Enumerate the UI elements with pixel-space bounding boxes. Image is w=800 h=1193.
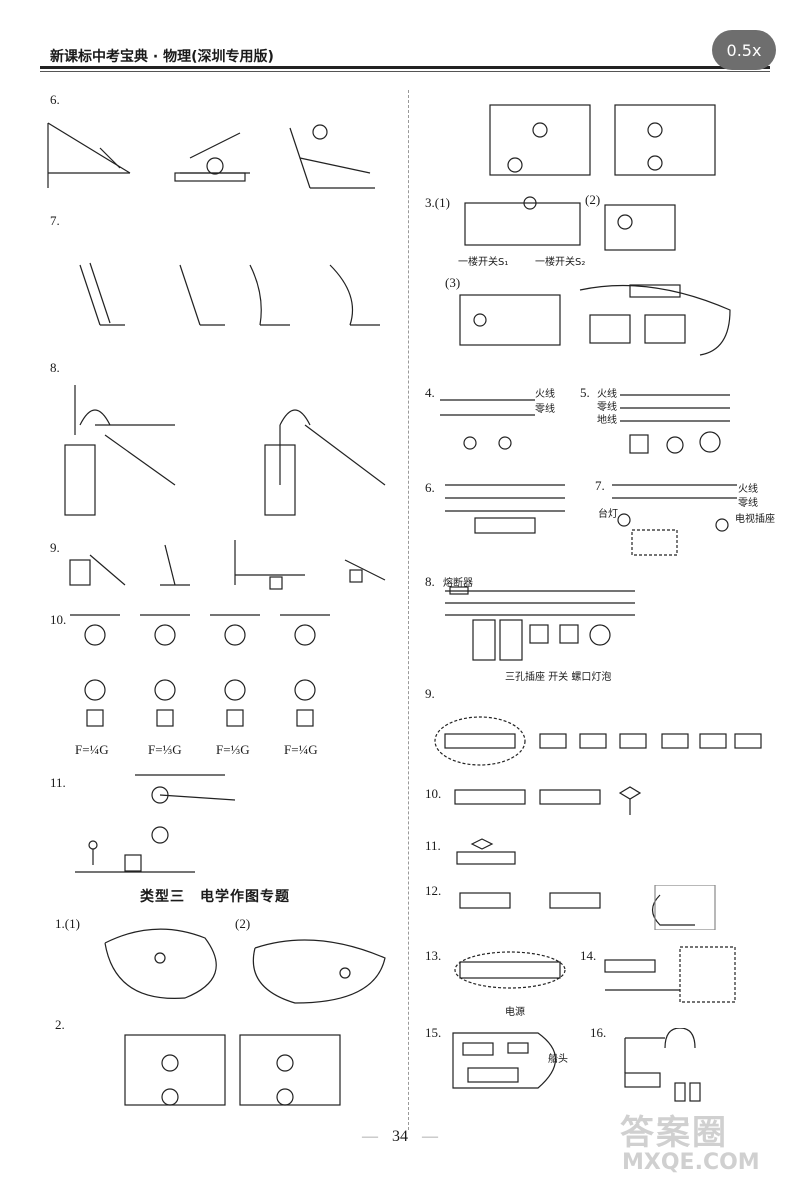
watermark-logo: 答案圈	[620, 1113, 728, 1153]
item-number: 4.	[425, 385, 435, 400]
fuse-label: 熔断器	[443, 578, 473, 589]
footer-dash: —	[362, 1128, 378, 1145]
item-number: 11.	[425, 838, 441, 853]
item-number: 9.	[50, 540, 60, 555]
household-circuit-5	[620, 390, 730, 465]
line-label: 火线	[535, 389, 555, 400]
pump-lever-diagram-8	[55, 385, 395, 525]
section-heading: 类型三 电学作图专题	[140, 889, 290, 905]
column-divider	[408, 90, 409, 1130]
electromagnet-12	[455, 885, 755, 930]
item-number: 15.	[425, 1025, 442, 1040]
pulley-caption: F=¼G	[75, 742, 109, 757]
item-number: 6.	[50, 92, 60, 107]
circuit-diagram-2	[120, 1025, 410, 1115]
item-number: 11.	[50, 775, 66, 790]
lever-diagram-7	[60, 235, 390, 350]
zoom-level-badge[interactable]: 0.5x	[712, 30, 776, 70]
item-number: 6.	[425, 480, 435, 495]
item-number: 12.	[425, 883, 442, 898]
line-label: 零线	[597, 402, 617, 413]
item-number: 16.	[590, 1025, 607, 1040]
item-number: 14.	[580, 948, 597, 963]
item-number: (3)	[445, 275, 461, 290]
pulley-caption: F=⅓G	[216, 742, 250, 757]
rheostat-circuit	[450, 280, 740, 360]
magnetic-field-9	[430, 712, 770, 772]
solenoid-11	[452, 838, 522, 873]
item-number: 8.	[50, 360, 60, 375]
electric-bell-16	[615, 1028, 755, 1108]
circuit-wiring-1	[95, 918, 395, 1008]
page-number: 34	[392, 1128, 408, 1145]
pulley-caption: F=¼G	[284, 742, 318, 757]
watermark-url: MXQE.COM	[622, 1150, 760, 1175]
header-rule-thin	[40, 71, 770, 72]
item-number: 7.	[595, 478, 605, 493]
item-number: 13.	[425, 948, 442, 963]
item-number: 1.(1)	[55, 916, 80, 931]
line-label: 火线	[738, 484, 758, 495]
pulley-person-diagram-11	[75, 770, 255, 875]
item-number: 10.	[425, 786, 442, 801]
pulley-caption: F=⅓G	[148, 742, 182, 757]
switch-label: 一楼开关S₁	[458, 257, 509, 268]
item-number: 3.(1)	[425, 195, 450, 210]
item-number: 5.	[580, 385, 590, 400]
motor-circuit	[600, 200, 680, 255]
line-label: 地线	[597, 415, 617, 426]
stair-switch-circuit	[460, 195, 590, 255]
fuse-caption: 三孔插座 开关 螺口灯泡	[505, 672, 612, 683]
household-circuit-6	[445, 480, 565, 540]
household-circuit-8	[445, 585, 635, 665]
boat-head-label: 船头	[548, 1054, 568, 1065]
item-number: 8.	[425, 574, 435, 589]
circuit-diagram-2-cont	[485, 95, 735, 180]
line-label: 火线	[597, 389, 617, 400]
boat-compass-15	[448, 1028, 578, 1093]
tv-socket-label: 电视插座	[735, 514, 775, 525]
item-number: (2)	[585, 192, 601, 207]
item-number: 9.	[425, 686, 435, 701]
solenoid-13	[450, 950, 580, 1000]
item-number: 7.	[50, 213, 60, 228]
household-circuit-4	[440, 395, 535, 465]
page-header-title: 新课标中考宝典 · 物理(深圳专用版)	[50, 49, 274, 65]
item-number: 2.	[55, 1017, 65, 1032]
item-number: 10.	[50, 612, 67, 627]
item-number: (2)	[235, 916, 251, 931]
pulley-systems-10	[60, 610, 360, 735]
lever-diagram-6	[40, 118, 400, 198]
relay-circuit-14	[600, 945, 740, 1005]
household-circuit-7	[612, 480, 737, 565]
line-label: 零线	[738, 498, 758, 509]
lever-diagram-9	[65, 535, 395, 595]
switch-label: 一楼开关S₂	[535, 257, 586, 268]
lamp-label: 台灯	[598, 509, 618, 520]
power-label: 电源	[505, 1007, 525, 1018]
footer-dash: —	[422, 1128, 438, 1145]
solenoid-10	[450, 785, 670, 825]
header-rule	[40, 66, 770, 69]
page-footer: — 34 —	[0, 1128, 800, 1146]
line-label: 零线	[535, 404, 555, 415]
